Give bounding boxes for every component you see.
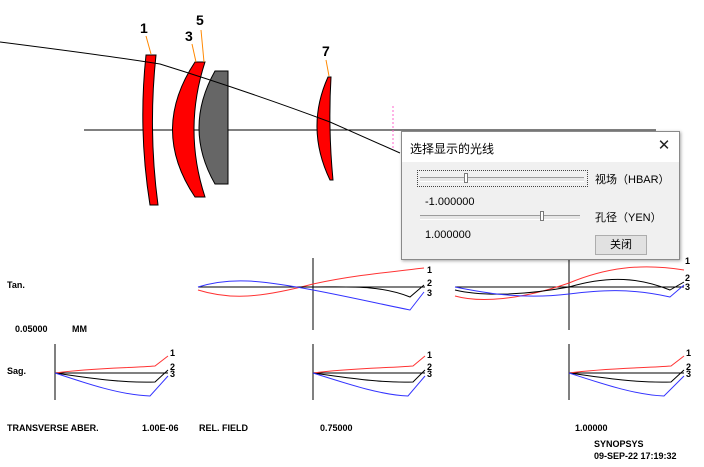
tan-plot2-curve-1 bbox=[454, 266, 685, 300]
dialog-titlebar[interactable]: 选择显示的光线 ✕ bbox=[402, 132, 679, 162]
tan-plot2-curve-2 bbox=[454, 278, 685, 295]
sag2-curve-label-3: 3 bbox=[427, 369, 433, 379]
tan1-curve-label-1: 1 bbox=[427, 265, 433, 275]
sag3-curve-label-3: 3 bbox=[686, 369, 692, 379]
chief-ray bbox=[0, 41, 401, 154]
sag-plot-on-axis bbox=[54, 344, 169, 400]
sag-plot2-curve-1 bbox=[312, 355, 426, 374]
close-button[interactable]: 关闭 bbox=[595, 235, 647, 255]
yen-slider-track[interactable] bbox=[420, 215, 580, 220]
sag-plot2-curve-3 bbox=[312, 372, 426, 397]
ray-select-dialog: 选择显示的光线 ✕ 视场（HBAR） -1.000000 孔径（YEN） 1.0… bbox=[401, 131, 680, 260]
lens-element-5 bbox=[198, 70, 229, 185]
tan1-curve-label-3: 3 bbox=[427, 288, 433, 298]
lens-label-3: 3 bbox=[185, 28, 193, 44]
sag1-curve-label-1: 1 bbox=[170, 348, 176, 358]
hbar-label: 视场（HBAR） bbox=[595, 174, 670, 186]
hbar-slider-thumb[interactable] bbox=[464, 173, 468, 183]
sag2-curve-label-2: 2 bbox=[427, 362, 433, 372]
sag-plot3-curve-2 bbox=[568, 369, 685, 383]
hbar-value: -1.000000 bbox=[425, 196, 475, 208]
scale-value: 0.05000 bbox=[15, 324, 48, 334]
sag-plot3-curve-1 bbox=[568, 355, 685, 374]
tan2-curve-label-1: 1 bbox=[685, 256, 691, 266]
footer-timestamp: 09-SEP-22 17:19:32 bbox=[594, 451, 677, 461]
lens-element-1 bbox=[142, 54, 159, 206]
tan-plot1-curve-3 bbox=[197, 280, 425, 311]
footer-field-100: 1.00000 bbox=[575, 423, 608, 433]
sag1-curve-label-3: 3 bbox=[170, 369, 176, 379]
footer-brand: SYNOPSYS bbox=[594, 439, 644, 449]
sag1-curve-label-2: 2 bbox=[170, 362, 176, 372]
hbar-slider-track[interactable] bbox=[420, 177, 584, 182]
leader-line-1 bbox=[145, 35, 152, 55]
sag-plot2-curve-2 bbox=[312, 369, 426, 383]
sag3-curve-label-1: 1 bbox=[686, 348, 692, 358]
tan2-curve-label-3: 3 bbox=[685, 282, 691, 292]
tan-plot2-curve-3 bbox=[454, 284, 685, 298]
footer-field-075: 0.75000 bbox=[320, 423, 353, 433]
sag-plot-mid-field bbox=[312, 344, 426, 400]
lens-label-1: 1 bbox=[140, 20, 148, 36]
lens-element-3 bbox=[172, 61, 206, 198]
tan2-curve-label-2: 2 bbox=[685, 273, 691, 283]
lens-element-7 bbox=[316, 76, 334, 181]
sag3-curve-label-2: 2 bbox=[686, 362, 692, 372]
leader-line-5 bbox=[200, 29, 205, 63]
dialog-title: 选择显示的光线 bbox=[410, 142, 495, 156]
scale-unit: MM bbox=[72, 324, 87, 334]
sag-plot-full-field bbox=[568, 344, 685, 400]
yen-value: 1.000000 bbox=[425, 229, 471, 241]
tan1-curve-label-2: 2 bbox=[427, 278, 433, 288]
footer-wavelength: 1.00E-06 bbox=[142, 423, 179, 433]
sag-plot3-curve-3 bbox=[568, 372, 685, 397]
footer-title: TRANSVERSE ABER. bbox=[7, 423, 99, 433]
lens-label-7: 7 bbox=[322, 43, 330, 59]
sag-plot1-curve-3 bbox=[54, 372, 169, 397]
sag2-curve-label-1: 1 bbox=[427, 350, 433, 360]
close-icon[interactable]: ✕ bbox=[657, 137, 671, 154]
lens-label-5: 5 bbox=[196, 12, 204, 28]
yen-slider-thumb[interactable] bbox=[540, 211, 544, 221]
tan-row-label: Tan. bbox=[7, 280, 25, 290]
footer-rel-field-label: REL. FIELD bbox=[199, 423, 248, 433]
yen-label: 孔径（YEN） bbox=[595, 212, 662, 224]
tan-plot-on-axis bbox=[197, 258, 425, 330]
sag-plot1-curve-1 bbox=[54, 355, 169, 374]
tan-plot1-curve-1 bbox=[197, 267, 425, 297]
tan-plot-full-field bbox=[454, 258, 685, 330]
hbar-slider-focus bbox=[417, 170, 588, 187]
leader-line-3 bbox=[191, 43, 197, 63]
sag-row-label: Sag. bbox=[7, 366, 27, 376]
sag-plot1-curve-2 bbox=[54, 369, 169, 383]
tan-plot1-curve-2 bbox=[198, 284, 425, 298]
leader-line-7 bbox=[325, 59, 330, 77]
